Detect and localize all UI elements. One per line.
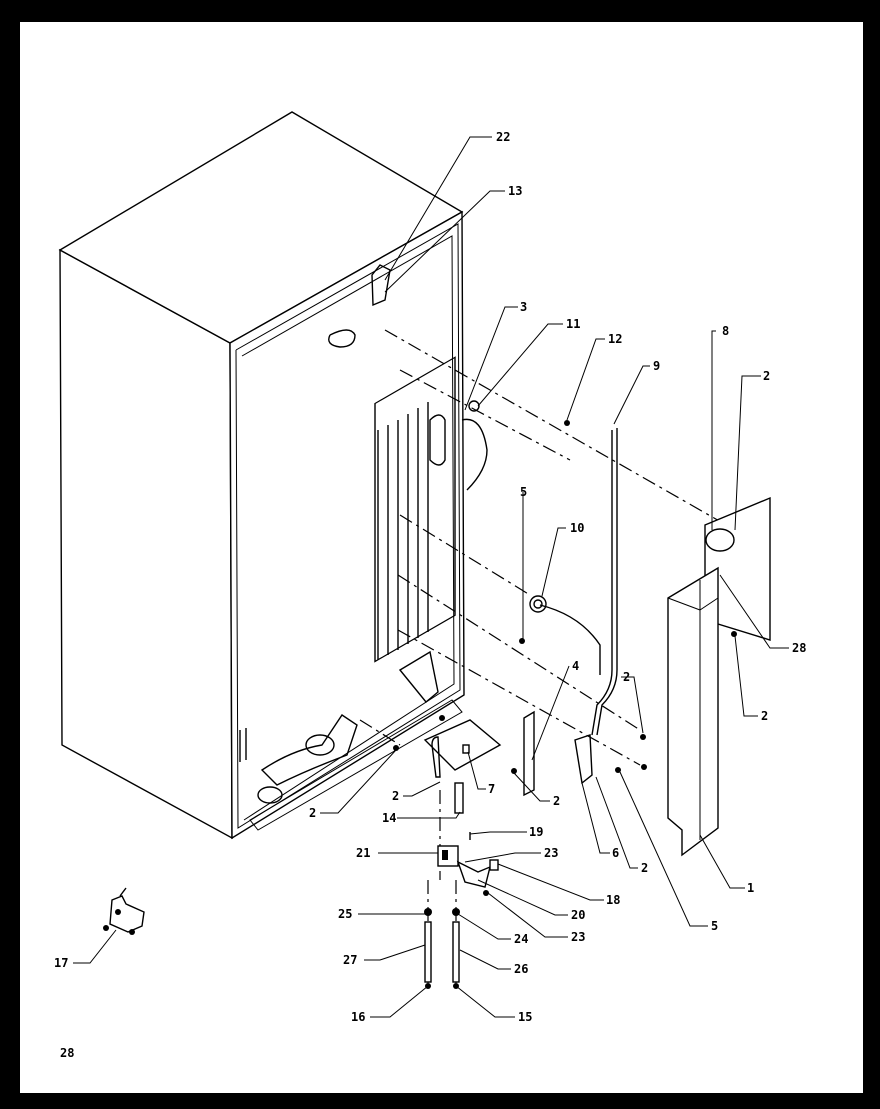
callout-14: 14 [382,811,396,825]
callout-9: 9 [653,359,660,373]
callout-1: 1 [747,881,754,895]
callout-labels: 22 13 3 11 12 9 8 2 5 10 4 2 28 2 1 5 2 … [54,130,806,1024]
back-panel-assembly [393,400,771,857]
callout-28: 28 [792,641,806,655]
callout-2-mid-right: 2 [623,670,630,684]
callout-27: 27 [343,953,357,967]
callout-26: 26 [514,962,528,976]
valve-detail [103,887,145,935]
callout-21: 21 [356,846,370,860]
callout-2-right: 2 [761,709,768,723]
callout-7: 7 [488,782,495,796]
callout-2-left: 2 [309,806,316,820]
callout-18: 18 [606,893,620,907]
page-number: 28 [60,1046,74,1060]
callout-24: 24 [514,932,528,946]
callout-19: 19 [529,825,543,839]
callout-23-upper: 23 [544,846,558,860]
callout-11: 11 [566,317,580,331]
callout-23-lower: 23 [571,930,585,944]
callout-15: 15 [518,1010,532,1024]
callout-5-upper: 5 [520,485,527,499]
callout-12: 12 [608,332,622,346]
callout-4: 4 [572,659,579,673]
callout-20: 20 [571,908,585,922]
callout-16: 16 [351,1010,365,1024]
callout-10: 10 [570,521,584,535]
callout-2-left-center: 2 [392,789,399,803]
callout-2-center: 2 [553,794,560,808]
water-valve-assembly [423,719,502,989]
callout-2-lower-right: 2 [641,861,648,875]
callout-2-top-right: 2 [763,369,770,383]
callout-25: 25 [338,907,352,921]
leader-lines [73,136,789,1018]
callout-13: 13 [508,184,522,198]
callout-5-lower: 5 [711,919,718,933]
callout-17: 17 [54,956,68,970]
callout-6: 6 [612,846,619,860]
callout-3: 3 [520,300,527,314]
refrigerator-cabinet [58,111,465,840]
callout-22: 22 [496,130,510,144]
callout-8: 8 [722,324,729,338]
